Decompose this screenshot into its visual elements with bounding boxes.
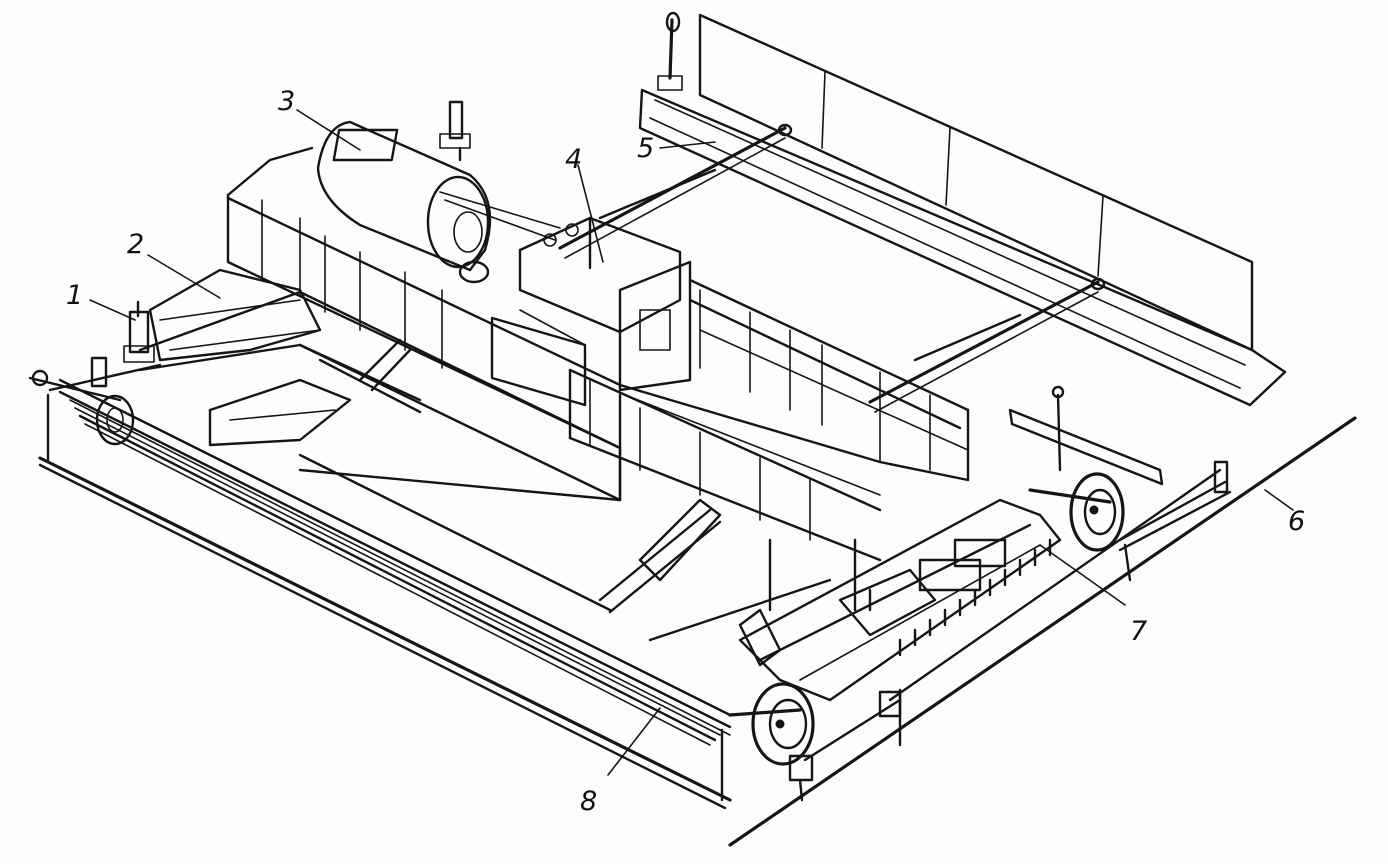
control-cabin <box>490 216 692 407</box>
front-screed <box>738 498 1062 702</box>
engine-end-cap <box>426 175 490 269</box>
callout-1: 1 <box>66 280 83 311</box>
callout-8: 8 <box>580 786 597 817</box>
callout-6: 6 <box>1288 506 1305 537</box>
callout-5: 5 <box>637 133 654 164</box>
front-wheel-left <box>728 682 815 802</box>
rear-spreader-blade <box>558 11 1287 413</box>
front-corner-post <box>48 356 162 392</box>
screed-teeth <box>898 538 1052 657</box>
callout-7: 7 <box>1130 616 1147 647</box>
ground-rail <box>728 416 1357 847</box>
screed-body <box>738 498 1062 702</box>
rear-cross-beam <box>1008 408 1164 486</box>
engine-cylinder <box>316 120 492 272</box>
spreader-beam <box>638 88 1287 407</box>
front-left-frame <box>123 268 622 502</box>
callout-leaders <box>89 109 1294 776</box>
control-box <box>490 316 587 407</box>
callouts: 1 2 3 4 5 6 7 8 <box>66 86 1305 817</box>
rear-wheel-right <box>1008 385 1232 582</box>
callout-4: 4 <box>565 144 582 175</box>
rear-posts <box>439 100 471 162</box>
main-frame <box>138 146 970 562</box>
front-auger-beam <box>28 369 832 810</box>
spreader-shield <box>698 13 1254 352</box>
rail-line <box>728 416 1357 847</box>
front-strut <box>638 498 722 582</box>
callout-2: 2 <box>127 229 144 260</box>
engine-unit <box>316 120 579 284</box>
callout-3: 3 <box>278 86 295 117</box>
